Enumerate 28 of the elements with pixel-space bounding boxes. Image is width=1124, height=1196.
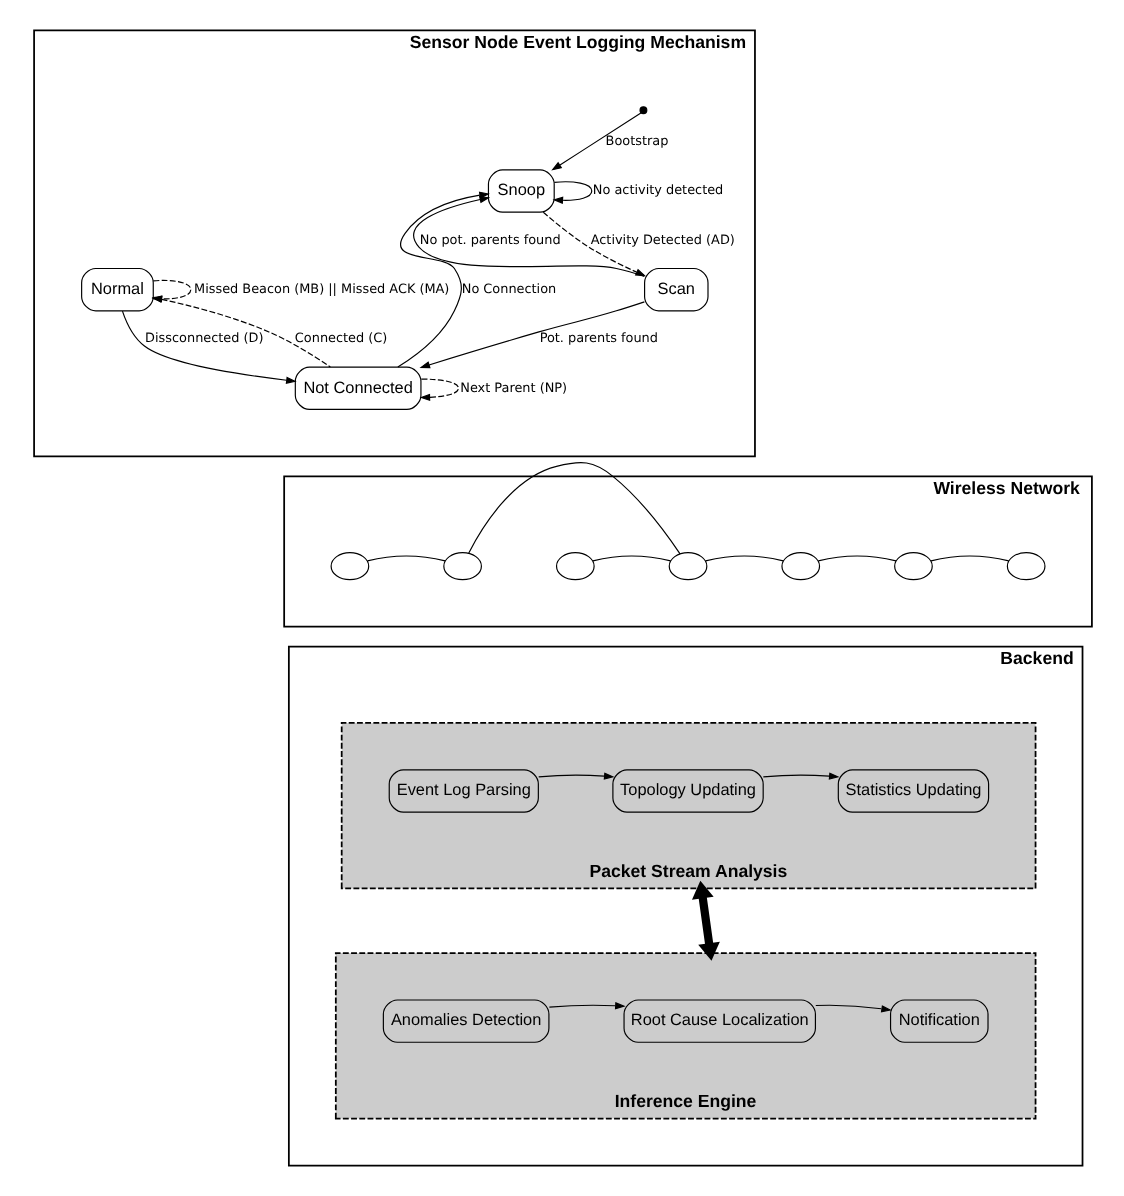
arrow (537, 772, 614, 780)
arrow (814, 1004, 891, 1013)
arrow (120, 310, 296, 384)
node-circle (442, 552, 481, 581)
arrow (418, 378, 459, 402)
arrow (396, 191, 489, 368)
arrow (418, 301, 644, 369)
cluster: Wireless Network (282, 475, 1092, 628)
connector (704, 555, 783, 562)
connector (816, 555, 896, 562)
arrow (550, 112, 641, 171)
arrow (150, 279, 191, 303)
arrow (547, 1002, 625, 1010)
connector (467, 462, 680, 555)
arrow (150, 295, 330, 368)
node-circle (780, 552, 820, 581)
node-dot (638, 106, 647, 115)
connector (929, 555, 1009, 562)
node-circle (554, 552, 594, 581)
node-circle (893, 552, 932, 581)
arrow (691, 880, 719, 961)
node-circle (1005, 552, 1045, 581)
connector (591, 555, 671, 562)
arrow (761, 772, 839, 780)
node-circle (329, 552, 369, 581)
node-circle (667, 552, 707, 581)
arrow (551, 181, 592, 204)
connector (365, 555, 445, 562)
